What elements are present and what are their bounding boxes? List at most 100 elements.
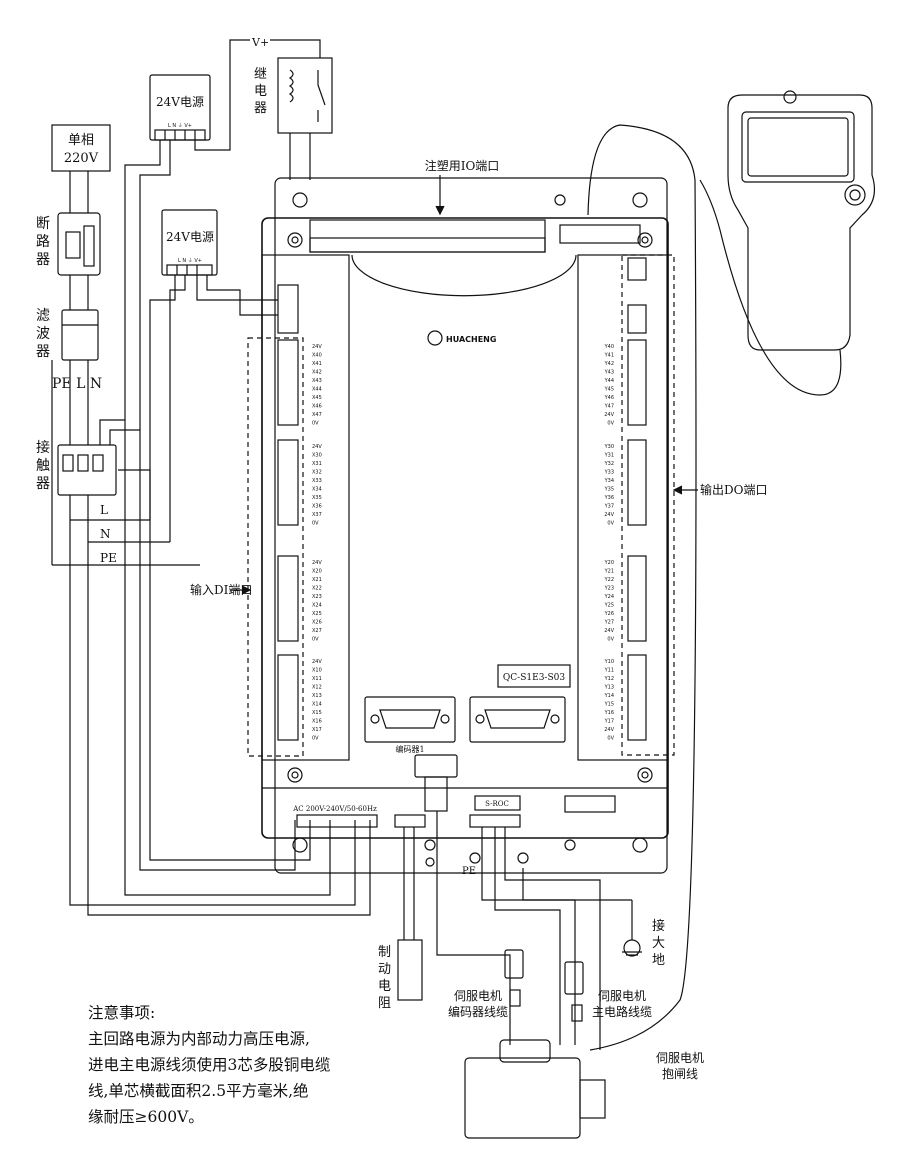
do-terminal-2-1: Y21 (604, 569, 614, 575)
do-terminal-3-9: 0V (607, 736, 614, 742)
do-terminal-1-1: Y31 (604, 453, 614, 459)
do-terminal-0-7: Y47 (604, 404, 614, 410)
di-terminal-1-0: 24V (312, 444, 322, 450)
encoder-cable-label-1: 伺服电机 (454, 989, 502, 1003)
brand-text: HUACHENG (446, 335, 496, 344)
di-terminal-0-4: X43 (312, 378, 322, 384)
di-terminal-1-5: X34 (312, 487, 322, 493)
di-terminal-0-3: X42 (312, 370, 322, 376)
encoder-cable-label-2: 编码器线缆 (448, 1004, 508, 1019)
notice-title: 注意事项: (88, 1004, 156, 1022)
do-terminal-2-9: 0V (607, 637, 614, 643)
notice: 注意事项: 主回路电源为内部动力高压电源, 进电主电源线须使用3芯多股铜电缆 线… (88, 1000, 378, 1130)
di-terminal-2-9: 0V (312, 637, 319, 643)
psu1-terminals: L N ⏚ V+ (168, 122, 192, 129)
di-terminal-3-6: X15 (312, 710, 322, 716)
psu2-terminals: L N ⏚ V+ (178, 257, 202, 264)
do-terminal-0-9: 0V (607, 421, 614, 427)
do-terminal-1-0: Y30 (604, 444, 614, 450)
di-terminal-2-2: X21 (312, 577, 322, 583)
do-terminal-labels: Y40Y41Y42Y43Y44Y45Y46Y4724V0VY30Y31Y32Y3… (604, 344, 615, 742)
di-terminal-3-3: X12 (312, 685, 322, 691)
do-terminal-2-2: Y22 (604, 577, 614, 583)
power-cable-label-2: 主电路线缆 (592, 1004, 652, 1019)
brand-logo: HUACHENG (427, 330, 496, 346)
di-terminal-1-2: X31 (312, 461, 322, 467)
do-terminal-1-6: Y36 (604, 495, 614, 501)
psu2-label: 24V电源 (166, 230, 214, 244)
di-terminal-1-6: X35 (312, 495, 322, 501)
di-terminal-0-2: X41 (312, 361, 322, 367)
bus-pe-label: PE (100, 551, 117, 565)
brake-resistor-label-1: 制 (378, 945, 391, 960)
contactor-label-1: 接 (36, 439, 50, 456)
do-terminal-1-4: Y34 (604, 478, 614, 484)
di-terminal-1-1: X30 (312, 453, 322, 459)
do-terminal-1-5: Y35 (604, 487, 614, 493)
model-label: QC-S1E3-S03 (503, 673, 565, 683)
do-terminal-3-5: Y15 (604, 702, 614, 708)
di-terminal-3-7: X16 (312, 719, 322, 725)
filter (61, 309, 99, 361)
do-terminal-3-7: Y17 (604, 719, 614, 725)
do-terminal-3-2: Y12 (604, 676, 614, 682)
do-terminal-3-0: Y10 (604, 659, 614, 665)
single-phase-source (51, 124, 111, 172)
do-terminal-2-7: Y27 (604, 620, 614, 626)
di-terminal-3-0: 24V (312, 659, 322, 665)
brake-cable-label-1: 伺服电机 (656, 1051, 704, 1065)
relay-label-1: 继 (254, 67, 267, 82)
di-terminal-2-4: X23 (312, 594, 322, 600)
breaker-label-3: 器 (36, 252, 50, 268)
di-terminal-1-7: X36 (312, 504, 322, 510)
di-terminal-2-0: 24V (312, 560, 322, 566)
relay-label-3: 器 (254, 101, 267, 116)
di-terminal-1-8: X37 (312, 512, 322, 518)
do-terminal-1-9: 0V (607, 521, 614, 527)
db9-port-1 (364, 696, 456, 743)
di-terminal-0-9: 0V (312, 421, 319, 427)
di-terminal-2-1: X20 (312, 569, 322, 575)
di-terminal-0-6: X45 (312, 395, 322, 401)
s-roc-label: S-ROC (485, 800, 509, 808)
di-terminal-3-5: X14 (312, 702, 322, 708)
di-terminal-1-3: X32 (312, 470, 322, 476)
do-terminal-0-4: Y44 (604, 378, 614, 384)
do-terminal-2-5: Y25 (604, 603, 614, 609)
do-terminal-0-1: Y41 (604, 353, 614, 359)
do-terminal-2-3: Y23 (604, 586, 614, 592)
di-port-label: 输入DI端口 (190, 582, 252, 597)
power-cable-label-1: 伺服电机 (598, 989, 646, 1003)
notice-line-4: 缘耐压≥600V。 (88, 1108, 204, 1126)
do-terminal-3-8: 24V (604, 727, 614, 733)
di-terminal-labels: 24VX40X41X42X43X44X45X46X470V24VX30X31X3… (312, 344, 322, 742)
encoder-port-label: 编码器1 (395, 744, 424, 754)
di-terminal-3-1: X10 (312, 668, 322, 674)
do-terminal-2-4: Y24 (604, 594, 614, 600)
do-terminal-3-4: Y14 (604, 693, 614, 699)
s-roc-box (474, 795, 521, 811)
di-terminal-2-3: X22 (312, 586, 322, 592)
do-terminal-1-7: Y37 (604, 504, 614, 510)
vplus-label: V+ (251, 36, 269, 49)
filter-label-1: 滤 (36, 308, 50, 324)
single-phase-label: 单相 (68, 133, 94, 148)
do-terminal-3-6: Y16 (604, 710, 614, 716)
do-terminal-2-8: 24V (604, 628, 614, 634)
controller-body (261, 217, 669, 839)
di-terminal-0-5: X44 (312, 387, 322, 393)
filter-label-2: 波 (36, 326, 50, 342)
notice-line-2: 进电主电源线须使用3芯多股铜电缆 (88, 1056, 331, 1074)
do-terminal-2-0: Y20 (604, 560, 614, 566)
ground-label-1: 接 (652, 918, 665, 934)
do-terminal-1-3: Y33 (604, 470, 614, 476)
contactor-label-3: 器 (36, 476, 50, 492)
notice-line-3: 线,单芯横截面积2.5平方毫米,绝 (88, 1082, 309, 1100)
di-terminal-2-5: X24 (312, 603, 322, 609)
do-port-label: 输出DO端口 (700, 482, 767, 497)
psu1-label: 24V电源 (156, 95, 204, 109)
pe-l-n-label: PE L N (52, 376, 102, 392)
brake-resistor-label-4: 阻 (378, 996, 391, 1011)
di-terminal-3-4: X13 (312, 693, 322, 699)
